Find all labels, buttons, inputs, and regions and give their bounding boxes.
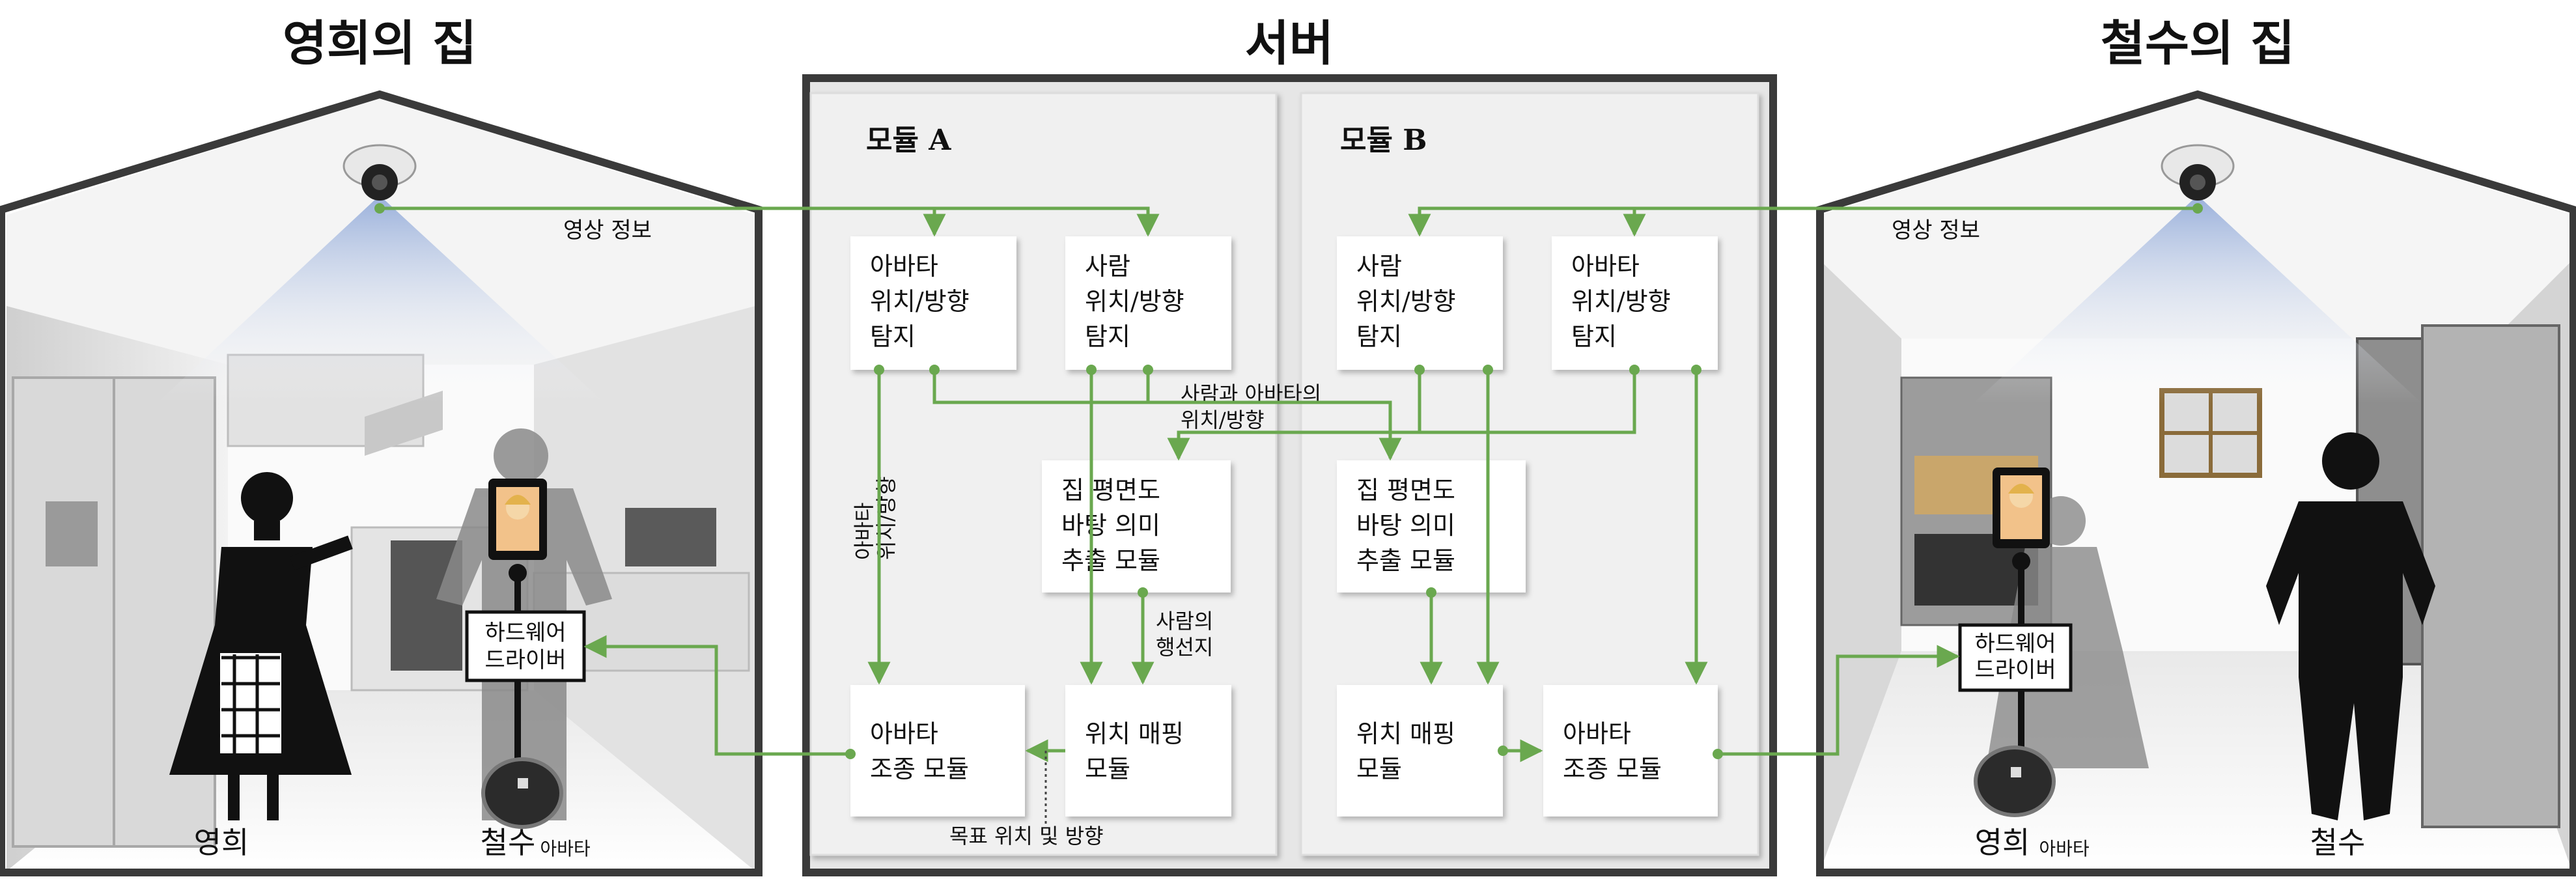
right-person-name: 철수: [2310, 825, 2366, 860]
left-hw-driver-line1: 하드웨어: [484, 620, 566, 646]
left-avatar-name: 철수: [481, 825, 536, 860]
b-person-detect-line3: 탐지: [1356, 322, 1402, 351]
a-person-detect-line2: 위치/방향: [1085, 287, 1184, 316]
a-floorplan-box: 집 평면도 바탕 의미 추출 모듈: [1042, 460, 1231, 593]
b-floorplan-box: 집 평면도 바탕 의미 추출 모듈: [1337, 460, 1526, 593]
left-hw-driver-box: 하드웨어 드라이버: [465, 610, 586, 682]
b-avatar-control-line2: 조종 모듈: [1563, 755, 1662, 783]
b-avatar-detect-line2: 위치/방향: [1571, 287, 1671, 316]
left-avatar-suffix: 아바타: [540, 838, 590, 859]
a-person-detect-box: 사람 위치/방향 탐지: [1065, 236, 1231, 370]
person-walkable-line2: 행선지: [1156, 635, 1213, 660]
left-hw-driver-line2: 드라이버: [484, 647, 566, 673]
a-floorplan-line1: 집 평면도: [1061, 476, 1160, 505]
a-avatar-control-box: 아바타 조종 모듈: [850, 685, 1025, 816]
right-camera-icon: [2161, 144, 2235, 201]
b-position-mapping-line1: 위치 매핑: [1356, 719, 1455, 748]
a-avatar-detect-line1: 아바타: [870, 252, 938, 281]
b-avatar-detect-line3: 탐지: [1571, 322, 1617, 351]
b-avatar-control-line1: 아바타: [1563, 719, 1631, 748]
person-walkable-line1: 사람의: [1156, 609, 1213, 634]
a-avatar-control-line1: 아바타: [870, 719, 938, 748]
a-avatar-control-line2: 조종 모듈: [870, 755, 969, 783]
b-person-detect-line2: 위치/방향: [1356, 287, 1456, 316]
left-house: 하드웨어 드라이버 영희 철수 아바타 영상 정보: [0, 90, 763, 876]
b-avatar-detect-box: 아바타 위치/방향 탐지: [1552, 236, 1718, 370]
a-floorplan-line2: 바탕 의미: [1061, 511, 1160, 540]
a-avatar-detect-line2: 위치/방향: [870, 287, 970, 316]
person-avatar-pose-line2: 위치/방향: [1181, 408, 1265, 432]
right-hw-driver-line2: 드라이버: [1974, 657, 2056, 683]
left-person-name: 영희: [194, 825, 249, 860]
right-hw-driver-box: 하드웨어 드라이버: [1958, 623, 2073, 692]
right-video-info: 영상 정보: [1892, 217, 1980, 244]
b-floorplan-line3: 추출 모듈: [1356, 546, 1455, 575]
b-position-mapping-line2: 모듈: [1356, 755, 1402, 783]
right-hw-driver-line1: 하드웨어: [1974, 631, 2056, 657]
server-title: 서버: [1245, 16, 1334, 72]
b-avatar-detect-line1: 아바타: [1571, 252, 1640, 281]
a-avatar-detect-line3: 탐지: [870, 322, 916, 351]
a-position-mapping-box: 위치 매핑 모듈: [1065, 685, 1231, 816]
right-house-outline: [1816, 90, 2576, 876]
right-house: 하드웨어 드라이버 영희 아바타 철수 영상 정보: [1816, 90, 2576, 876]
right-house-title: 철수의 집: [2101, 16, 2295, 72]
module-a-title: 모듈 A: [866, 124, 951, 157]
connector-dots: [374, 203, 2203, 759]
a-position-mapping-line1: 위치 매핑: [1085, 719, 1184, 748]
b-person-detect-box: 사람 위치/방향 탐지: [1337, 236, 1503, 370]
right-avatar-name: 영희: [1975, 825, 2030, 860]
left-house-title: 영희의 집: [283, 16, 477, 72]
person-silhouette-icon: [2266, 432, 2435, 820]
avatar-pose-vertical-line1: 아바타: [852, 503, 876, 560]
b-floorplan-line2: 바탕 의미: [1356, 511, 1455, 540]
a-person-detect-line3: 탐지: [1085, 322, 1130, 351]
a-position-mapping-line2: 모듈: [1085, 755, 1130, 783]
b-person-detect-line1: 사람: [1356, 252, 1402, 281]
target-pose-label: 목표 위치 및 방향: [949, 824, 1104, 848]
b-avatar-control-box: 아바타 조종 모듈: [1543, 685, 1718, 816]
a-avatar-detect-box: 아바타 위치/방향 탐지: [850, 236, 1016, 370]
module-b-title: 모듈 B: [1340, 124, 1427, 157]
person-silhouette-icon: [169, 472, 353, 820]
left-camera-icon: [343, 144, 417, 201]
a-person-detect-line1: 사람: [1085, 252, 1130, 281]
server-panel: 모듈 A 모듈 B 아바타 위치/방향 탐지 사람 위치/방향 탐지 집 평면도…: [802, 74, 1777, 876]
connectors: [380, 206, 2198, 762]
a-floorplan-line3: 추출 모듈: [1061, 546, 1160, 575]
b-position-mapping-box: 위치 매핑 모듈: [1337, 685, 1503, 816]
left-video-info: 영상 정보: [563, 217, 652, 244]
left-house-outline: [0, 90, 763, 876]
b-floorplan-line1: 집 평면도: [1356, 476, 1455, 505]
right-avatar-suffix: 아바타: [2039, 838, 2089, 859]
